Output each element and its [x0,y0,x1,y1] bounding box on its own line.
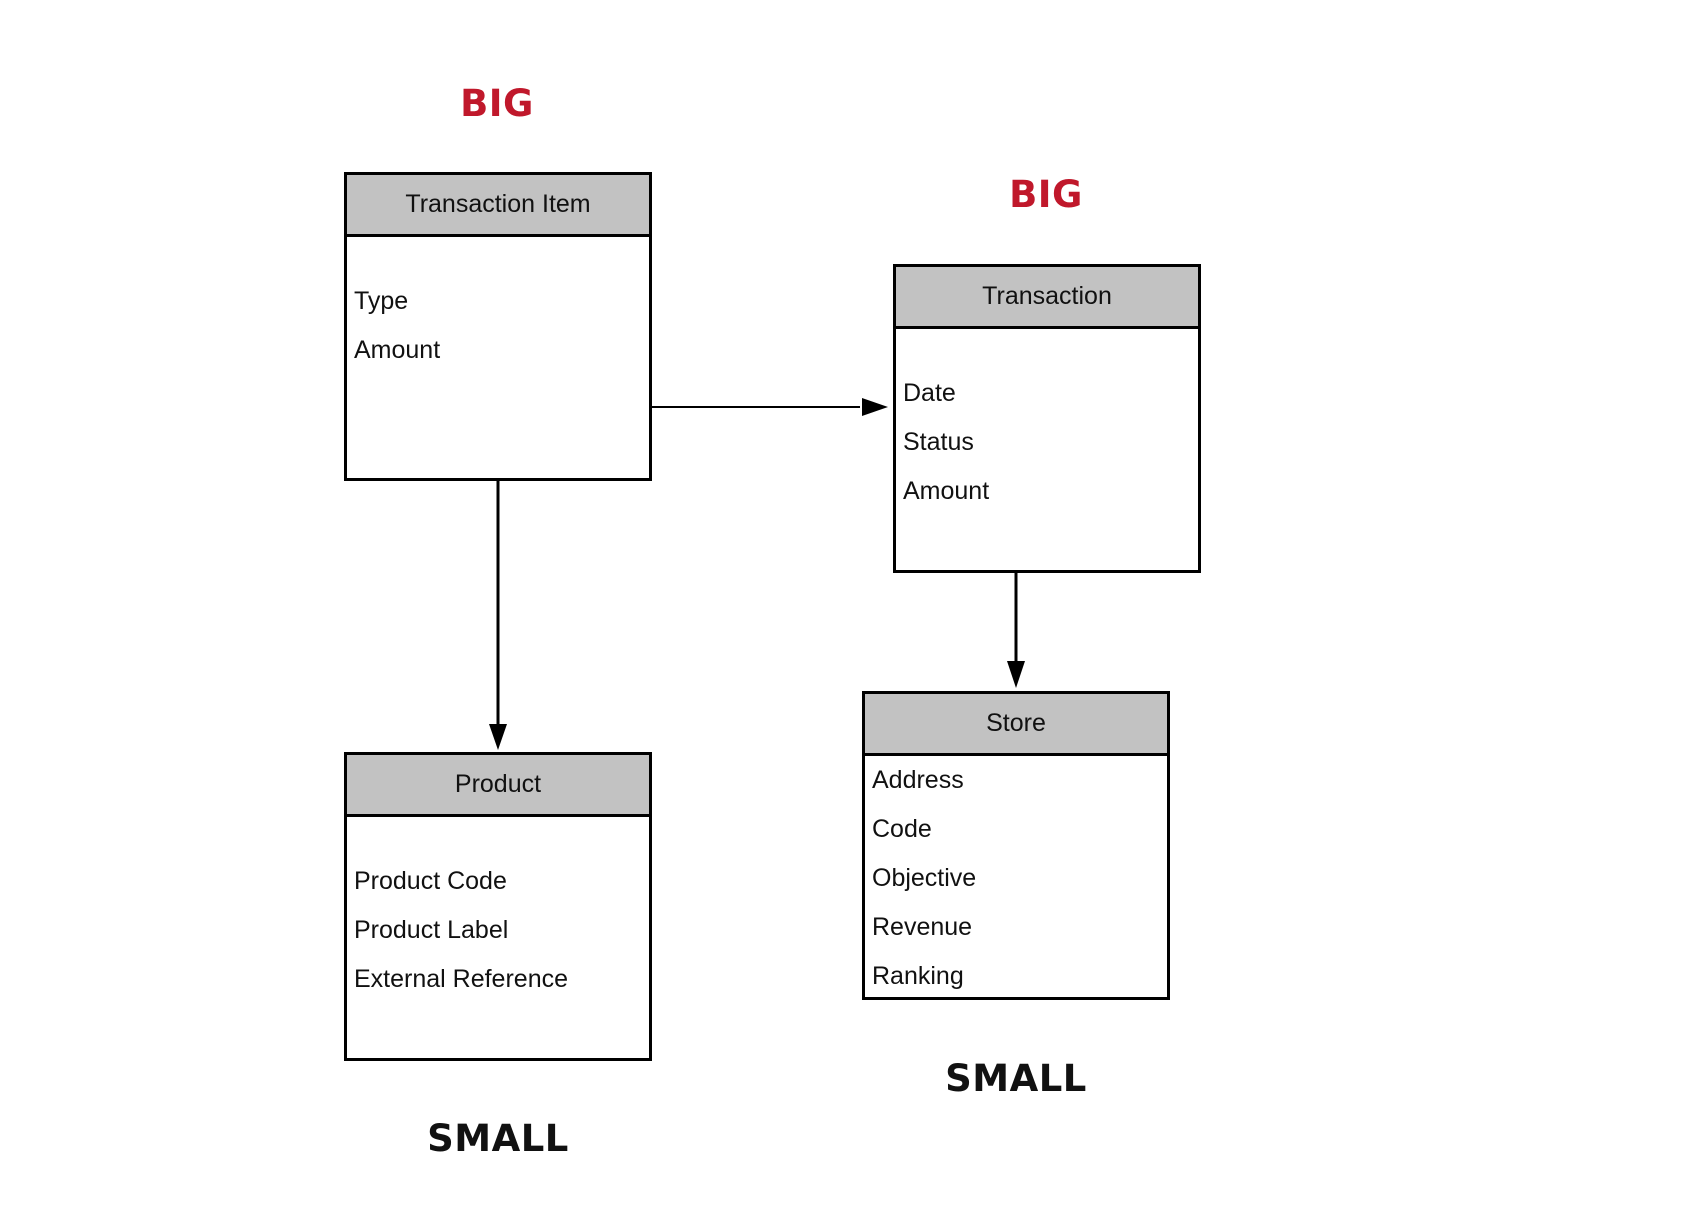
attribute-product-code: Product Code [354,867,507,895]
entity-header-product: Product [347,755,649,817]
transaction-item-size-label: BIG [460,82,534,125]
connector-transaction-to-store [1007,571,1025,688]
entity-store[interactable]: Store Address Code Objective Revenue Ran… [862,691,1170,1000]
arrowhead-product [489,724,507,750]
attribute-product-label: Product Label [354,916,509,944]
attribute-address: Address [872,766,964,794]
store-size-label: SMALL [945,1057,1087,1100]
attribute-revenue: Revenue [872,913,973,941]
arrowhead-store [1007,661,1025,688]
entity-body-product: Product Code Product Label External Refe… [347,817,649,1004]
attribute-external-reference: External Reference [354,965,569,993]
attribute-ranking: Ranking [872,962,964,990]
connector-transaction-item-to-transaction [650,398,888,416]
attribute-amount: Amount [354,336,441,364]
attribute-amount: Amount [903,477,990,505]
entity-product[interactable]: Product Product Code Product Label Exter… [344,752,652,1061]
entity-body-store: Address Code Objective Revenue Ranking [865,756,1167,1001]
attribute-code: Code [872,815,932,843]
entity-transaction[interactable]: Transaction Date Status Amount [893,264,1201,573]
attribute-status: Status [903,428,974,456]
attribute-objective: Objective [872,864,977,892]
attribute-type: Type [354,287,409,315]
arrowhead-transaction [862,398,888,416]
entity-body-transaction: Date Status Amount [896,329,1198,516]
entity-header-transaction-item: Transaction Item [347,175,649,237]
attribute-date: Date [903,379,956,407]
product-size-label: SMALL [427,1117,569,1160]
entity-header-store: Store [865,694,1167,756]
entity-header-transaction: Transaction [896,267,1198,329]
entity-body-transaction-item: Type Amount [347,237,649,375]
entity-transaction-item[interactable]: Transaction Item Type Amount [344,172,652,481]
transaction-size-label: BIG [1009,173,1083,216]
connector-transaction-item-to-product [489,479,507,750]
